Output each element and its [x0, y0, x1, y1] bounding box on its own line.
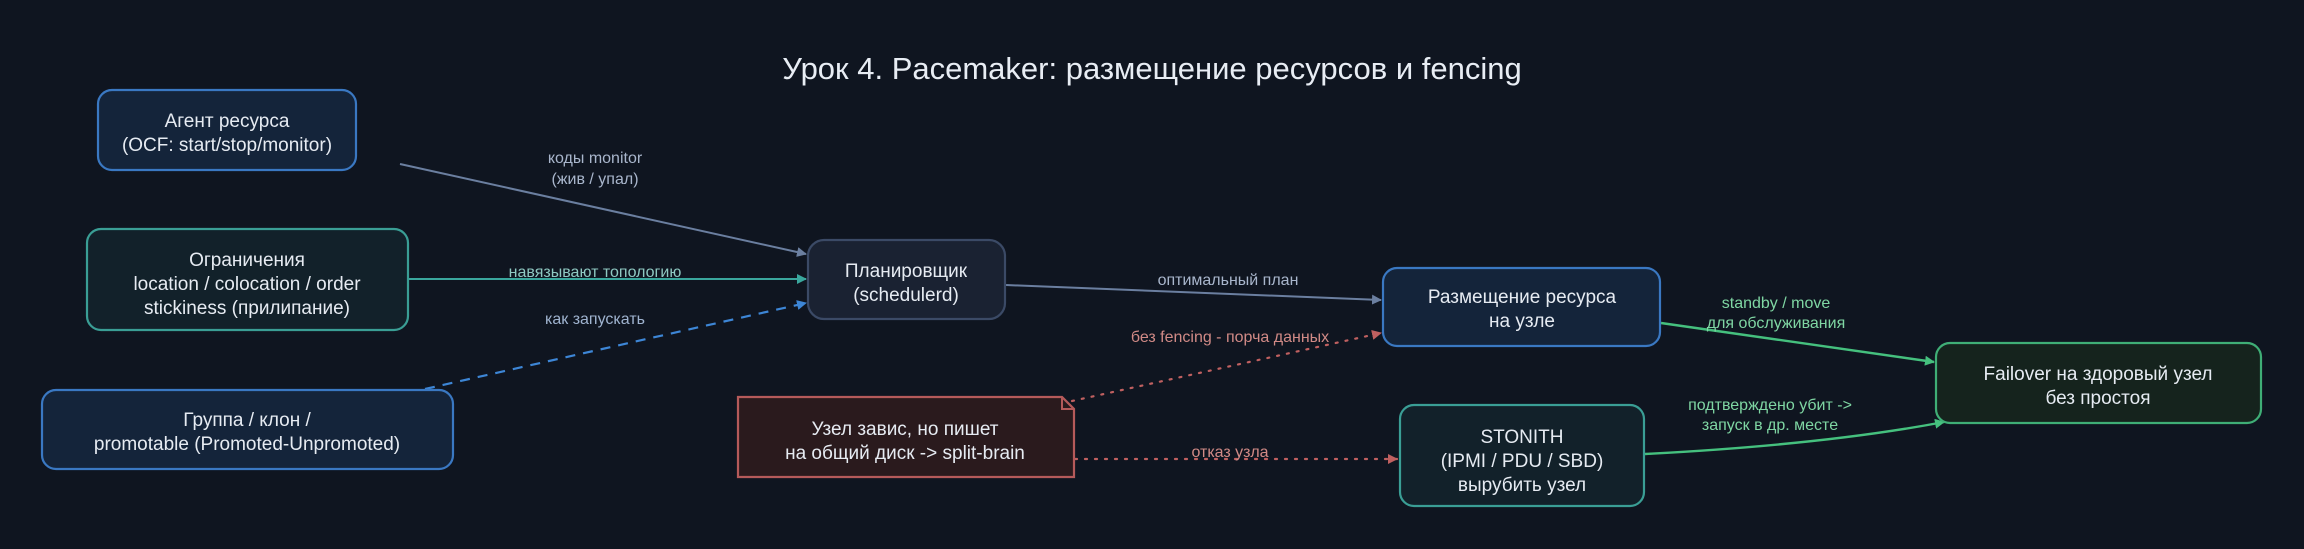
edge-label-line: навязывают топологию	[509, 264, 682, 281]
edge-stonith-to-failover: подтверждено убит -> запуск в др. месте	[1644, 397, 1945, 456]
node-label-line: (IPMI / PDU / SBD)	[1441, 451, 1604, 472]
edge-splitbrain-to-placement: без fencing - порча данных	[1070, 329, 1383, 403]
node-label-line: Узел завис, но пишет	[812, 419, 999, 440]
edge-splitbrain-to-stonith: отказ узла	[1073, 444, 1399, 464]
diagram-title: Урок 4. Pacemaker: размещение ресурсов и…	[782, 51, 1521, 86]
node-label-line: Failover на здоровый узел	[1984, 364, 2213, 385]
node-scheduler: Планировщик (schedulerd)	[806, 238, 1007, 321]
node-label-line: STONITH	[1480, 427, 1563, 448]
node-label-line: Планировщик	[845, 261, 968, 282]
node-label-line: на общий диск -> split-brain	[785, 443, 1025, 464]
edge-constraints-to-scheduler: навязывают топологию	[408, 264, 807, 284]
node-label-line: (OCF: start/stop/monitor)	[122, 135, 332, 156]
edge-agent-to-scheduler: коды monitor (жив / упал)	[399, 150, 807, 257]
node-label-line: на узле	[1489, 311, 1555, 332]
node-constraints: Ограничения location / colocation / orde…	[85, 227, 410, 332]
edge-label-line: (жив / упал)	[551, 171, 638, 188]
node-label-line: promotable (Promoted-Unpromoted)	[94, 434, 400, 455]
node-label-line: Группа / клон /	[183, 410, 311, 431]
edge-label-line: коды monitor	[548, 150, 643, 167]
node-label-line: Агент ресурса	[165, 111, 290, 132]
node-label-line: stickiness (прилипание)	[144, 298, 350, 319]
node-label-line: без простоя	[2045, 388, 2150, 409]
node-resource-placement: Размещение ресурса на узле	[1381, 266, 1662, 348]
node-label-line: Ограничения	[189, 250, 305, 271]
edge-label-line: standby / move	[1722, 295, 1831, 312]
node-stonith: STONITH (IPMI / PDU / SBD) вырубить узел	[1398, 403, 1646, 508]
edge-label-line: как запускать	[545, 311, 645, 328]
node-split-brain-note: Узел завис, но пишет на общий диск -> sp…	[736, 395, 1076, 479]
edge-group-to-scheduler: как запускать	[424, 300, 807, 391]
edge-label-line: оптимальный план	[1158, 272, 1299, 289]
node-resource-agent: Агент ресурса (OCF: start/stop/monitor)	[96, 88, 358, 172]
edge-label-line: для обслуживания	[1707, 315, 1845, 332]
node-failover: Failover на здоровый узел без простоя	[1934, 341, 2263, 425]
node-group-clone: Группа / клон / promotable (Promoted-Unp…	[40, 388, 455, 471]
edge-label-line: отказ узла	[1191, 444, 1268, 461]
node-label-line: вырубить узел	[1458, 475, 1586, 496]
edge-label-line: запуск в др. месте	[1702, 417, 1838, 434]
node-label-line: (schedulerd)	[853, 285, 959, 306]
node-label-line: location / colocation / order	[133, 274, 361, 295]
edge-label-line: без fencing - порча данных	[1131, 329, 1329, 346]
edge-placement-to-failover: standby / move для обслуживания	[1660, 295, 1935, 366]
edge-scheduler-to-placement: оптимальный план	[1005, 272, 1382, 305]
edge-label-line: подтверждено убит ->	[1688, 397, 1852, 414]
node-label-line: Размещение ресурса	[1428, 287, 1617, 308]
